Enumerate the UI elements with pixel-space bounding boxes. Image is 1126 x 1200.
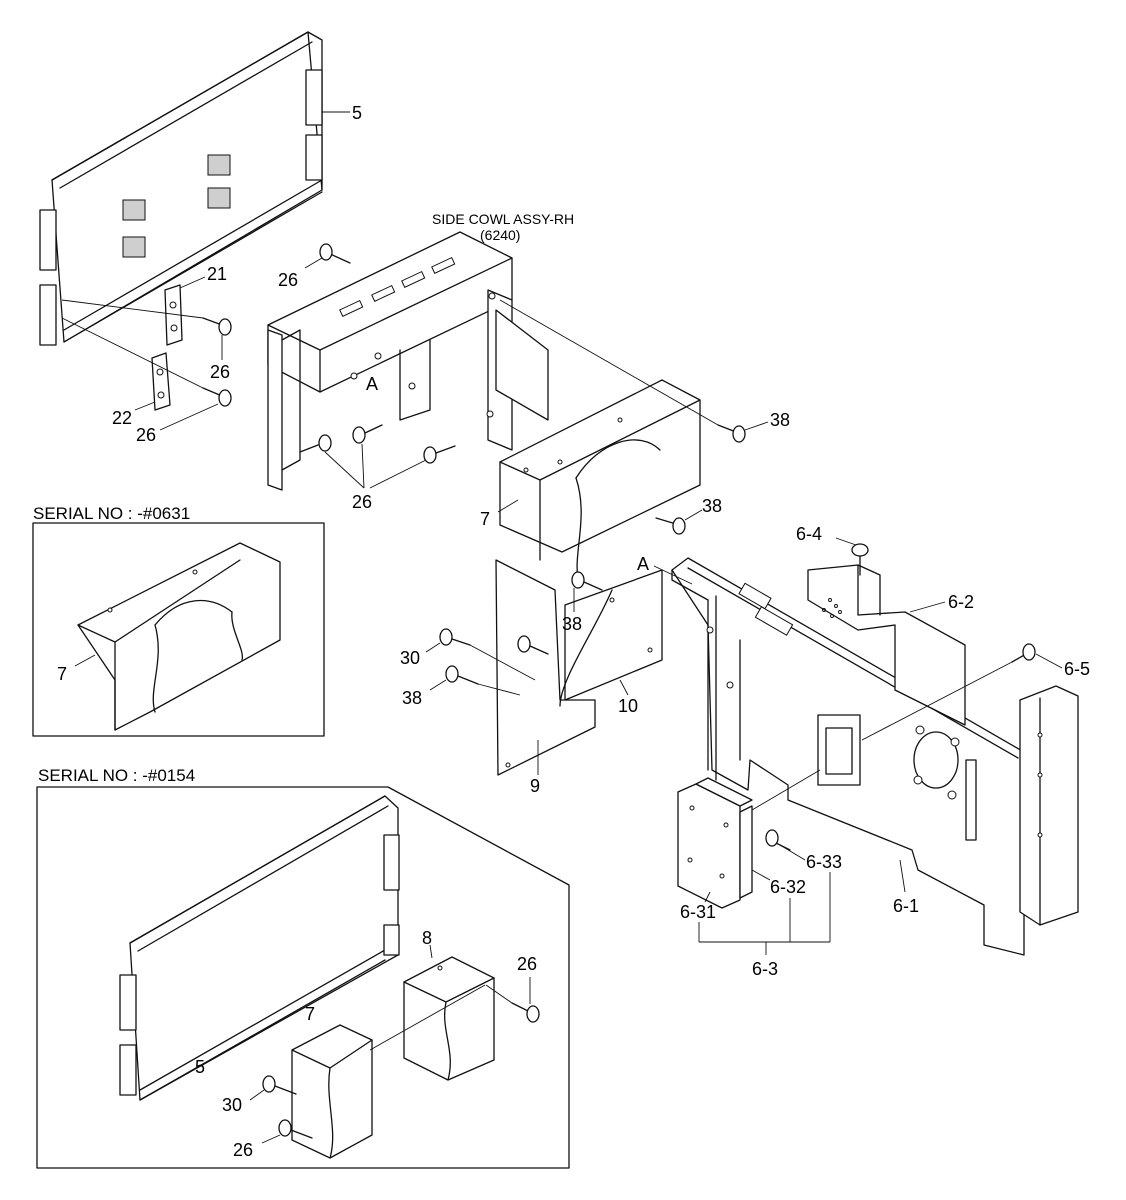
- bolt-26-top-cowl: [319, 243, 351, 264]
- inset-0154-side-cover: [119, 795, 400, 1101]
- callout-5: 5: [352, 103, 362, 123]
- inset-0154-duct-part: [291, 1024, 373, 1159]
- part-9-plate: [495, 559, 596, 776]
- callout-9: 9: [530, 776, 540, 796]
- callout-7-main: 7: [480, 509, 490, 529]
- callout-6-33: 6-33: [806, 852, 842, 872]
- callout-6-3: 6-3: [752, 959, 778, 979]
- screw-6-33: [765, 829, 791, 851]
- inset-box-0154: [36, 786, 570, 1169]
- bolt-38-plate-left: [445, 665, 479, 685]
- callout-10: 10: [618, 696, 638, 716]
- bracket-21: [164, 284, 183, 346]
- inset-0631-duct-cover: [77, 542, 281, 731]
- callout-26-cowl: 26: [352, 492, 372, 512]
- bolt-38-plate-upper: [571, 571, 603, 591]
- bolt-38-mid: [655, 517, 686, 535]
- part-6-32-block: [739, 805, 753, 899]
- assembly-code: (6240): [480, 227, 520, 243]
- inset-box-0631: [32, 522, 325, 737]
- callout-A-upper: A: [366, 374, 378, 394]
- inset-bolt-26: [511, 1002, 540, 1023]
- callout-6-1: 6-1: [893, 896, 919, 916]
- part-10-plate: [559, 569, 663, 707]
- callout-38-mid: 38: [702, 496, 722, 516]
- callout-6-2: 6-2: [948, 592, 974, 612]
- callout-7-inset-b: 7: [305, 1004, 315, 1024]
- inset-bolt-30: [262, 1075, 297, 1095]
- bolt-26-upper: [202, 317, 232, 336]
- callout-26-lower: 26: [136, 425, 156, 445]
- callout-5-inset: 5: [195, 1057, 205, 1077]
- callout-7-inset: 7: [57, 664, 67, 684]
- assembly-title: SIDE COWL ASSY-RH: [432, 211, 574, 227]
- callout-30-inset: 30: [222, 1095, 242, 1115]
- part-5-side-cover: [39, 31, 323, 346]
- callout-38-plate-left: 38: [402, 688, 422, 708]
- callout-21: 21: [207, 264, 227, 284]
- callout-6-3-bracket: [698, 872, 831, 955]
- bolts-26-cowl-group: [299, 424, 456, 464]
- serial-label-0631: SERIAL NO : -#0631: [33, 504, 190, 523]
- screw-6-4: [851, 543, 869, 576]
- bolt-38-upper-right: [717, 424, 746, 443]
- callout-A-lower: A: [637, 554, 649, 574]
- right-vertical-strip: [1019, 685, 1079, 926]
- inset-0154-part-8: [403, 956, 495, 1081]
- callout-26-inset-right: 26: [517, 954, 537, 974]
- serial-label-0154: SERIAL NO : -#0154: [38, 766, 195, 785]
- bracket-22: [151, 352, 171, 411]
- callout-22: 22: [112, 408, 132, 428]
- callout-38-plate-upper: 38: [562, 614, 582, 634]
- bolt-26-lower: [202, 387, 232, 407]
- callout-26-top: 26: [278, 270, 298, 290]
- callout-30-plate: 30: [400, 648, 420, 668]
- callout-6-32: 6-32: [770, 877, 806, 897]
- callout-38-upper-right: 38: [770, 410, 790, 430]
- part-6-1-main-bracket: [671, 557, 1025, 956]
- screw-6-5: [1011, 643, 1036, 663]
- callout-8: 8: [422, 928, 432, 948]
- bolt-38-plate-lower: [517, 635, 549, 655]
- callout-6-5: 6-5: [1064, 659, 1090, 679]
- inset-bolt-26-lower: [278, 1119, 313, 1139]
- side-cowl-frame: [267, 231, 549, 491]
- callout-26-inset-lower: 26: [233, 1140, 253, 1160]
- callout-6-4: 6-4: [796, 524, 822, 544]
- part-6-31-plate: [677, 777, 753, 909]
- bolt-30-plate: [439, 628, 471, 646]
- part-7-duct-cover: [499, 379, 701, 586]
- part-6-2-upper-panel: [738, 564, 966, 726]
- callout-6-31: 6-31: [680, 902, 716, 922]
- callout-26-upper: 26: [210, 362, 230, 382]
